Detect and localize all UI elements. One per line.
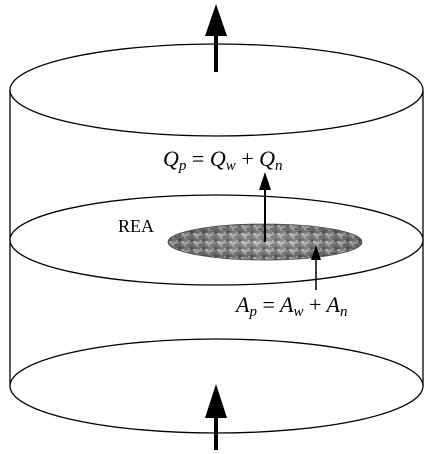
area-term1: A [279,292,294,317]
rea-flux-arrow-head [259,172,271,190]
area-pointer-head [311,245,321,260]
top-flow-arrow-head [205,4,227,36]
flow-term2: Q [259,146,276,171]
flow-term2-sub: n [275,158,283,174]
flow-equation: Qp = Qw + Qn [163,146,283,175]
flow-term1: Q [209,146,226,171]
area-plus-op: + [308,292,322,317]
area-lhs-sub: p [249,304,257,320]
area-lhs: A [236,292,250,317]
area-term2-sub: n [339,304,348,320]
bottom-flow-arrow-head [205,384,227,418]
flow-term1-sub: w [225,158,236,174]
flow-lhs: Q [163,146,179,171]
area-term2: A [326,292,340,317]
area-equation: Ap = Aw + An [236,292,347,321]
flow-eq-op: = [191,146,205,171]
area-eq-op: = [262,292,275,317]
area-term1-sub: w [293,304,304,320]
flow-lhs-sub: p [178,158,187,174]
rea-label: REA [118,216,154,236]
flow-plus-op: + [241,146,254,171]
